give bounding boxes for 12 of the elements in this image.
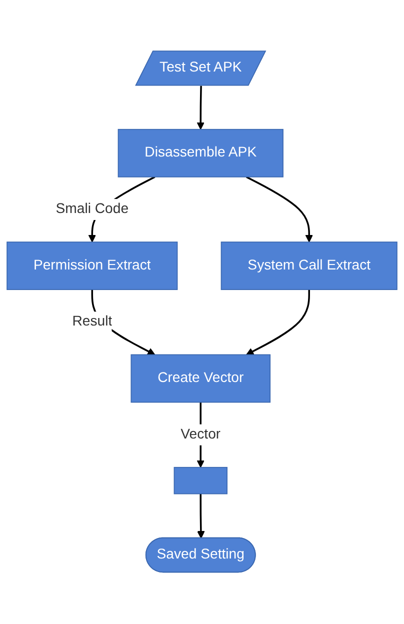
edge-label: Smali Code: [56, 202, 129, 217]
node-box: Disassemble APK: [118, 129, 284, 178]
node-box: Create Vector: [130, 354, 271, 404]
arrow: [246, 290, 310, 356]
edge-label: Result: [72, 314, 112, 330]
node-box: [174, 467, 228, 495]
arrow: [196, 86, 204, 130]
arrow: [246, 176, 313, 243]
arrow: [197, 494, 205, 539]
node-box: Permission Extract: [6, 242, 178, 290]
edge-label: Vector: [180, 427, 221, 442]
node-box: System Call Extract: [220, 242, 398, 290]
